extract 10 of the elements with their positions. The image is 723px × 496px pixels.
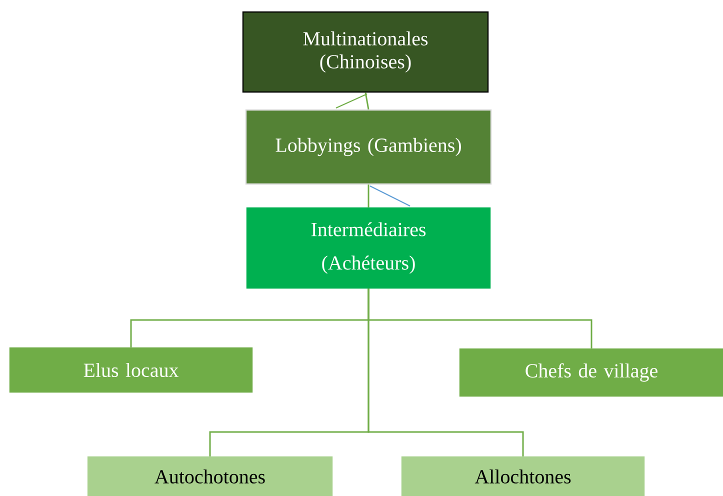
- org-box: Autochotones: [87, 456, 333, 496]
- org-box: Multinationales (Chinoises): [242, 11, 489, 93]
- org-box: Lobbyings (Gambiens): [245, 109, 492, 185]
- org-box: Intermédiaires (Achéteurs): [246, 207, 491, 289]
- org-box: Elus locaux: [9, 347, 253, 393]
- connector: [368, 184, 370, 208]
- connector: [368, 288, 524, 456]
- connector: [364, 92, 370, 110]
- org-box: Allochtones: [401, 456, 645, 496]
- org-box: Chefs de village: [459, 348, 723, 397]
